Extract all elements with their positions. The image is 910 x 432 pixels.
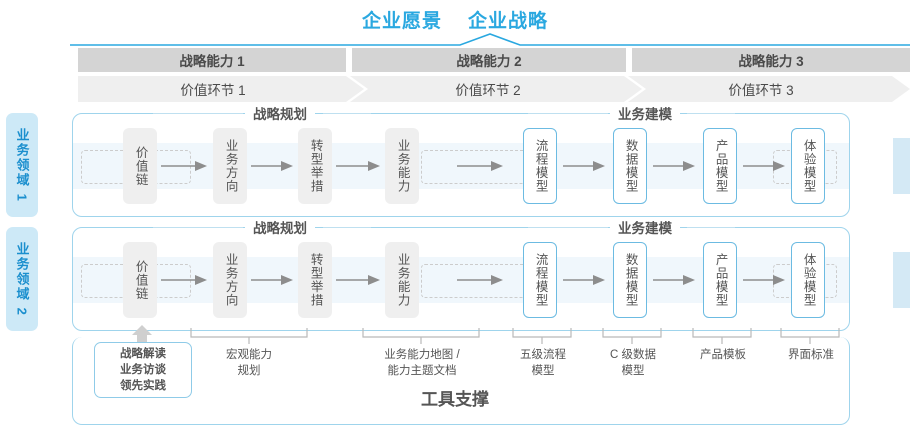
row-2-section-title-1: 战略规划	[245, 218, 315, 236]
capability-bar: 战略能力 1 战略能力 2 战略能力 3	[78, 48, 910, 72]
row-1-section-line-2a	[528, 113, 608, 114]
tool-support-title: 工具支撑	[421, 390, 489, 409]
value-chain-label-3: 价值环节 3	[728, 83, 794, 98]
row-2-section-line-2b	[687, 227, 735, 228]
node-value-chain-2[interactable]: 价值链	[123, 242, 157, 318]
row-1-section-line-1a	[153, 113, 243, 114]
node-transformation-measures-2[interactable]: 转型举措	[298, 242, 332, 318]
tool-label-5-line-1: 产品模板	[700, 349, 746, 361]
row-1-section-title-1: 战略规划	[245, 104, 315, 122]
tool-support-panel	[72, 337, 850, 425]
tool-bracket-6	[780, 328, 840, 344]
domain-row-1: 战略规划 业务建模 价值链 业务方向 转型举措 业务能力 流程模型 数据模型 产…	[72, 104, 910, 217]
node-process-model-2[interactable]: 流程模型	[523, 242, 557, 318]
row-1-section-line-1b	[323, 113, 371, 114]
row-2-section-line-1a	[153, 227, 243, 228]
row-1-section-title-2: 业务建模	[610, 104, 680, 122]
node-data-model[interactable]: 数据模型	[613, 128, 647, 204]
tool-bracket-2	[362, 328, 480, 344]
node-business-capability[interactable]: 业务能力	[385, 128, 419, 204]
tool-badge-line-1: 战略解读	[120, 348, 166, 360]
tool-badge-line-3: 领先实践	[120, 380, 166, 393]
row-2-arrow-4	[457, 275, 503, 285]
row-1-arrow-6	[653, 161, 695, 171]
row-2-arrow-2	[251, 275, 293, 285]
vision-connector-line	[70, 33, 910, 46]
tool-label-1-line-2: 规划	[237, 364, 261, 377]
row-2-arrow-3	[336, 275, 380, 285]
row-1-arrow-5	[563, 161, 605, 171]
tool-label-2-line-1: 业务能力地图 /	[384, 349, 460, 361]
value-chain-segment-1[interactable]: 价值环节 1	[78, 76, 364, 102]
tool-label-2: 业务能力地图 / 能力主题文档	[352, 348, 492, 379]
capability-segment-1[interactable]: 战略能力 1	[78, 48, 346, 72]
row-1-arrow-2	[251, 161, 293, 171]
sidebar-item-domain-2[interactable]: 业务领域 2	[6, 227, 38, 331]
node-product-model-2[interactable]: 产品模型	[703, 242, 737, 318]
tool-bracket-5	[692, 328, 752, 344]
tool-label-3-line-2: 模型	[531, 364, 555, 377]
value-chain-label-2: 价值环节 2	[455, 83, 521, 98]
vision-title: 企业愿景	[361, 10, 442, 32]
tool-bracket-4	[602, 328, 662, 344]
tool-bracket-3	[512, 328, 572, 344]
tool-label-6-line-1: 界面标准	[788, 349, 834, 361]
row-2-arrow-1	[161, 275, 207, 285]
row-1-arrow-4	[457, 161, 503, 171]
sidebar-item-domain-1[interactable]: 业务领域 1	[6, 113, 38, 217]
node-business-capability-2[interactable]: 业务能力	[385, 242, 419, 318]
tool-label-4-line-1: C 级数据	[610, 349, 656, 361]
value-chain-label-1: 价值环节 1	[180, 83, 246, 98]
row-2-arrow-5	[563, 275, 605, 285]
node-transformation-measures[interactable]: 转型举措	[298, 128, 332, 204]
row-1-arrow-3	[336, 161, 380, 171]
row-2-arrow-7	[743, 275, 785, 285]
tool-label-4: C 级数据 模型	[592, 348, 674, 379]
node-value-chain[interactable]: 价值链	[123, 128, 157, 204]
tool-label-5: 产品模板	[682, 348, 764, 364]
tool-label-4-line-2: 模型	[621, 364, 645, 377]
node-data-model-2[interactable]: 数据模型	[613, 242, 647, 318]
row-2-arrow-6	[653, 275, 695, 285]
row-1-section-line-2b	[687, 113, 735, 114]
row-1-arrow-1	[161, 161, 207, 171]
tool-label-1: 宏观能力 规划	[198, 348, 300, 379]
value-chain-segment-2[interactable]: 价值环节 2	[350, 76, 642, 102]
tool-label-1-line-1: 宏观能力	[226, 349, 272, 361]
strategy-title: 企业战略	[468, 10, 549, 32]
row-2-section-line-2a	[528, 227, 608, 228]
capability-segment-2[interactable]: 战略能力 2	[352, 48, 626, 72]
capability-segment-3[interactable]: 战略能力 3	[632, 48, 910, 72]
value-chain-segment-3[interactable]: 价值环节 3	[628, 76, 910, 102]
row-2-section-line-1b	[323, 227, 371, 228]
tool-label-3-line-1: 五级流程	[520, 349, 566, 361]
row-2-flow-arrow-icon	[893, 252, 910, 308]
node-product-model[interactable]: 产品模型	[703, 128, 737, 204]
row-2-section-title-2: 业务建模	[610, 218, 680, 236]
row-1-flow-arrow-icon	[893, 138, 910, 194]
row-1-arrow-7	[743, 161, 785, 171]
node-process-model[interactable]: 流程模型	[523, 128, 557, 204]
domain-row-2: 战略规划 业务建模 价值链 业务方向 转型举措 业务能力 流程模型 数据模型 产…	[72, 218, 910, 331]
tool-badge-line-2: 业务访谈	[120, 364, 166, 377]
tool-label-3: 五级流程 模型	[502, 348, 584, 379]
tool-label-2-line-2: 能力主题文档	[387, 364, 457, 377]
node-experience-model[interactable]: 体验模型	[791, 128, 825, 204]
tool-bracket-1	[190, 328, 308, 344]
node-business-direction-2[interactable]: 业务方向	[213, 242, 247, 318]
node-business-direction[interactable]: 业务方向	[213, 128, 247, 204]
value-chain-bar: 价值环节 1 价值环节 2 价值环节 3	[78, 76, 910, 102]
tool-label-6: 界面标准	[770, 348, 852, 364]
tool-badge-up-arrow-icon	[132, 325, 152, 347]
vision-strategy-header: 企业愿景 企业战略	[0, 6, 910, 32]
tool-badge-strategy[interactable]: 战略解读 业务访谈 领先实践	[94, 342, 192, 399]
node-experience-model-2[interactable]: 体验模型	[791, 242, 825, 318]
